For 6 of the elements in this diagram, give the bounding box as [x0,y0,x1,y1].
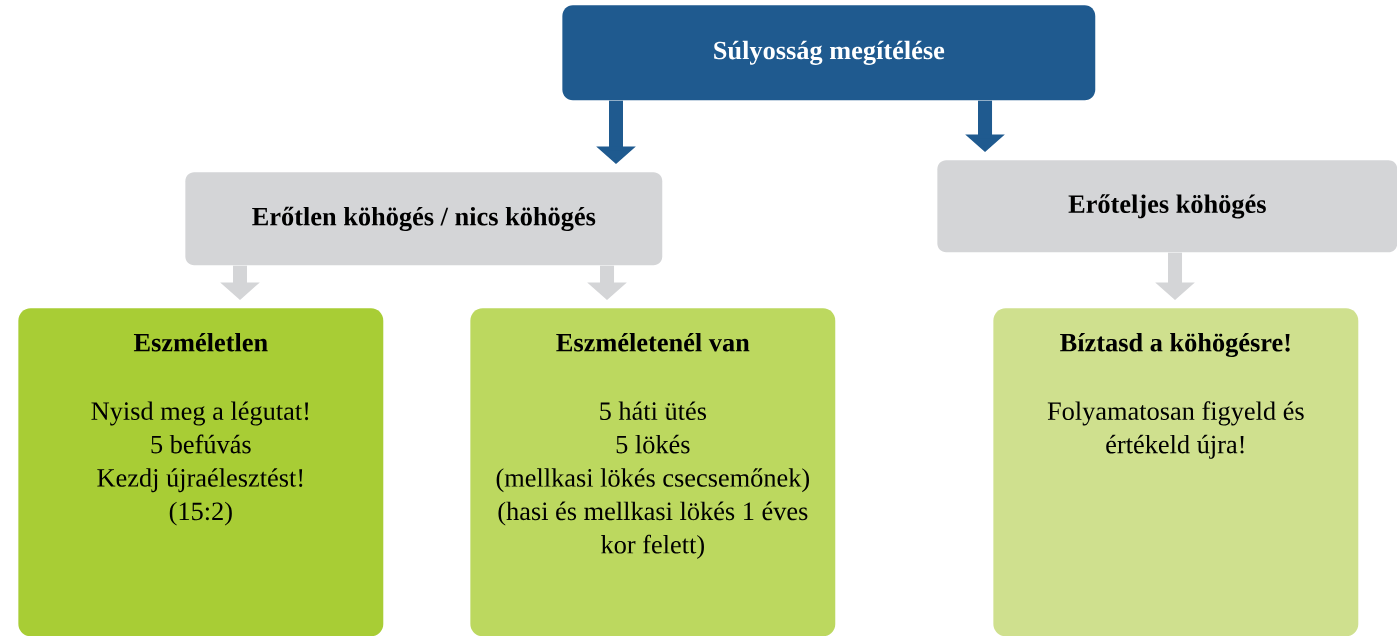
process-box: Erőteljes köhögés [937,160,1397,253]
process-box: Erőtlen köhögés / nics köhögés [185,172,663,266]
process-box: Eszméletenél van 5 háti ütés 5 lökés (mellkasi lökés csecsemőnek) (hasi és mellkasi lökés 1 éves kor felett) [470,308,836,636]
process-box: Súlyosság megítélése [562,5,1096,101]
process-box: Bíztasd a köhögésre! Folyamatosan figyeld és értékeld újra! [993,308,1359,636]
process-box: Eszméletlen Nyisd meg a légutat! 5 befúvás Kezdj újraélesztést! (15:2) [18,308,384,636]
